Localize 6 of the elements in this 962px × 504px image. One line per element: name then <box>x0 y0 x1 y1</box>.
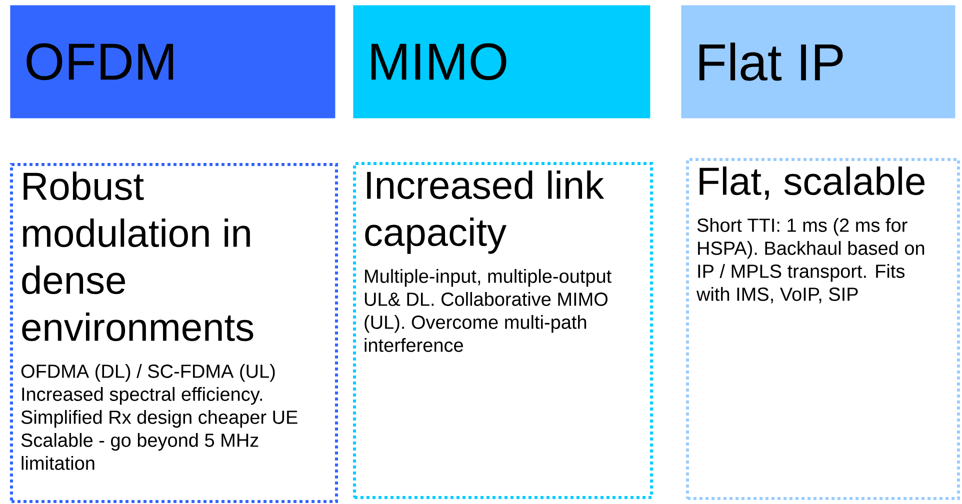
text-card: Robust modulation in dense environments OFDMA (DL) / SC-FDMA (UL) Increased spectral efficiency. Simplified Rx design cheaper UE Scalable - go beyond 5 MHz limitation <box>10 163 338 503</box>
header-box: OFDM <box>10 5 336 118</box>
text-card: Flat, scalable Short TTI: 1 ms (2 ms for HSPA). Backhaul based on IP / MPLS transport. Fits with IMS, VoIP, SIP <box>686 158 960 500</box>
text-card: Increased link capacity Multiple-input, multiple-output UL& DL. Collaborative MIMO (UL). Overcome multi-path interference <box>353 162 653 499</box>
header-box: Flat IP <box>681 5 956 118</box>
header-box: MIMO <box>353 5 650 118</box>
